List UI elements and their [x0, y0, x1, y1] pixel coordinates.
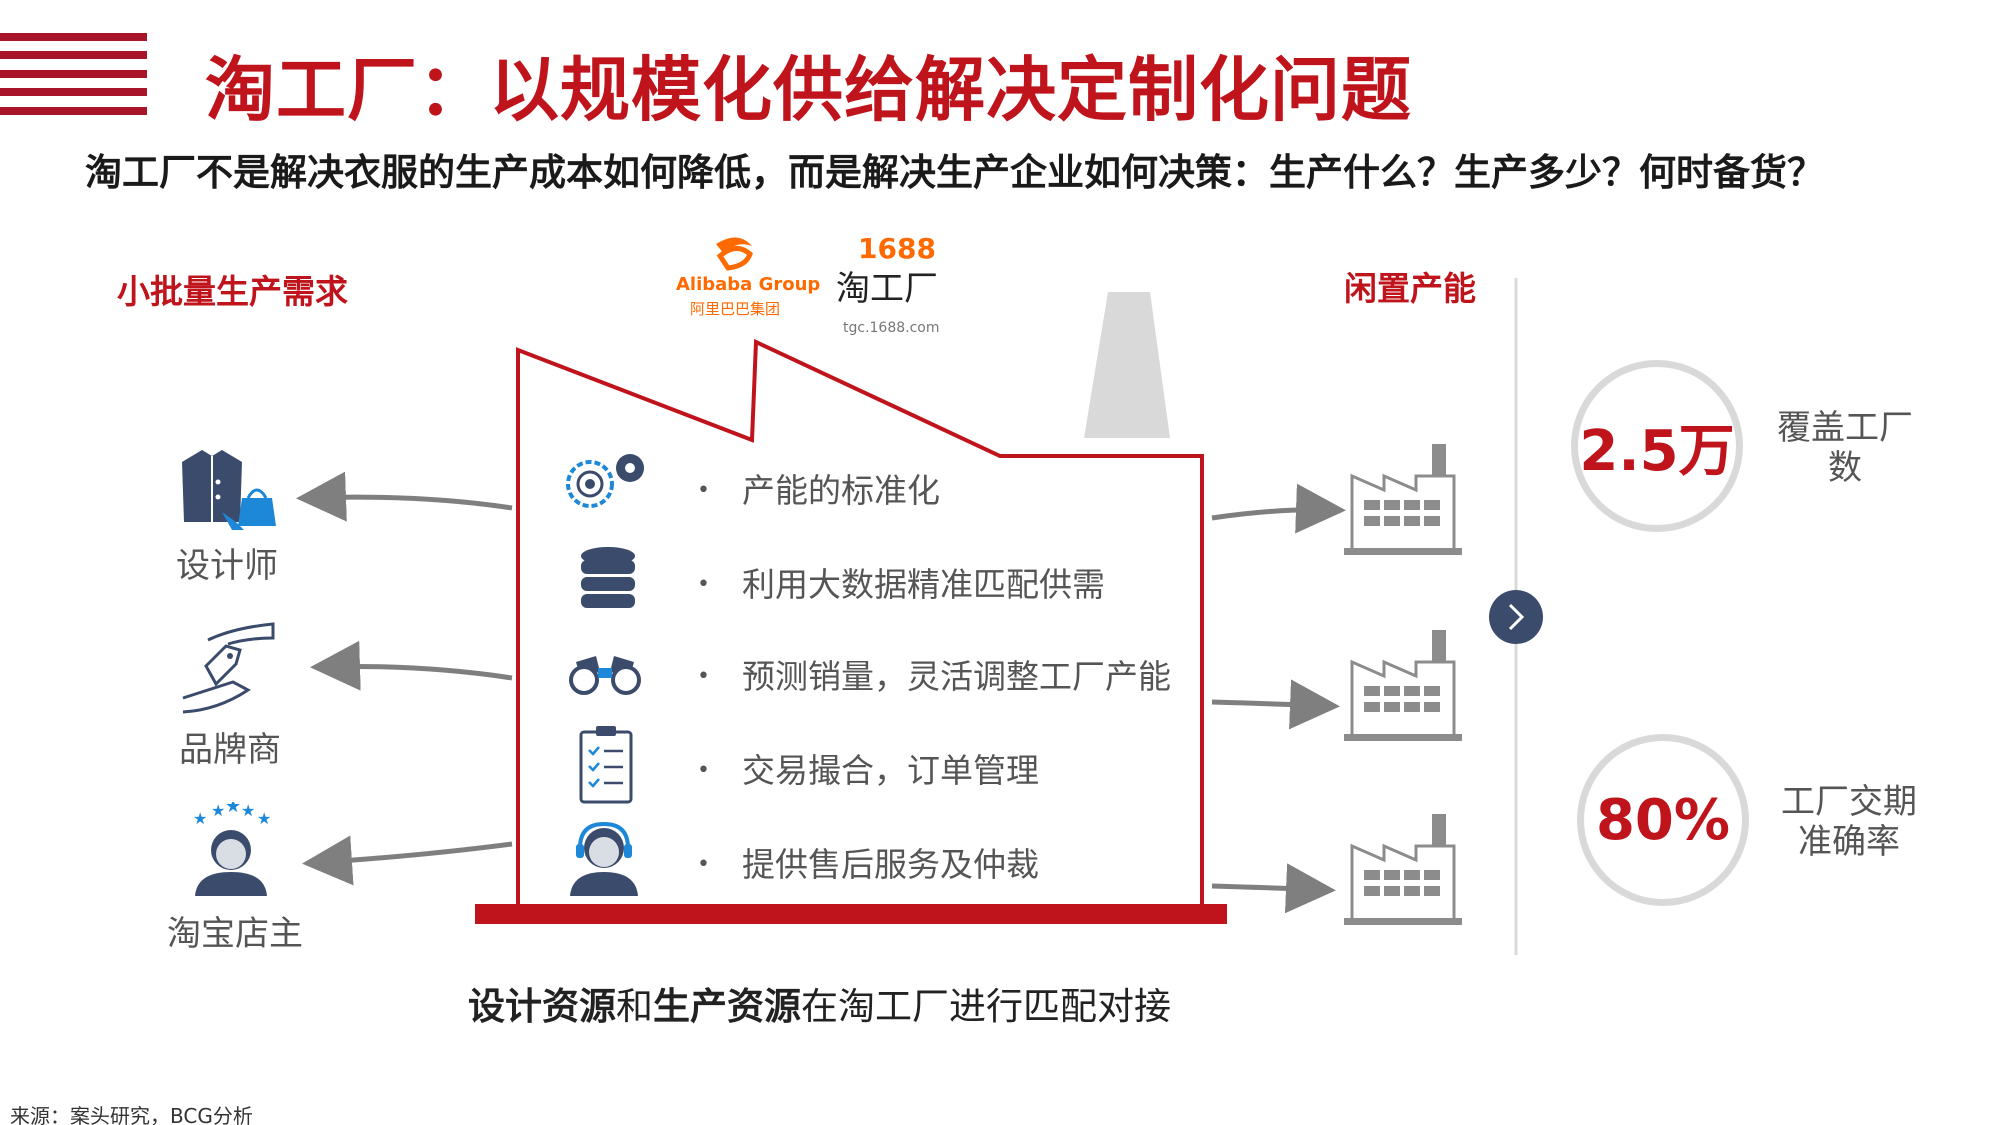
- gears-icon: [560, 448, 650, 518]
- center-item-text: 预测销量，灵活调整工厂产能: [742, 657, 1171, 696]
- center-item-text: 利用大数据精准匹配供需: [742, 565, 1105, 604]
- factory-icon: [1344, 440, 1464, 560]
- stat-circle-factories: 2.5万: [1571, 360, 1743, 532]
- left-heading: 小批量生产需求: [117, 272, 348, 311]
- right-heading: 闲置产能: [1344, 269, 1476, 308]
- arrow-to-shop-owner: [302, 835, 513, 886]
- header-stripes-decoration: [0, 33, 147, 115]
- source-note: 来源：案头研究，BCG分析: [10, 1104, 253, 1125]
- arrow-to-brand: [310, 640, 513, 691]
- alibaba-cn-label: 阿里巴巴集团: [690, 300, 781, 318]
- brand-handshake-tag-icon: [178, 620, 278, 715]
- factory-outline: [516, 338, 1204, 904]
- center-item-text: 提供售后服务及仲裁: [742, 845, 1039, 884]
- stat-label-delivery: 工厂交期 准确率: [1781, 782, 1917, 862]
- chevron-right-icon: [1508, 603, 1525, 631]
- logo-url: tgc.1688.com: [843, 320, 940, 336]
- svg-text:★: ★: [193, 809, 207, 828]
- center-item-text: 产能的标准化: [742, 471, 940, 510]
- center-item-text: 交易撮合，订单管理: [742, 751, 1039, 790]
- alibaba-logo: Alibaba Group 阿里巴巴集团: [676, 232, 820, 322]
- stat-label-factories: 覆盖工厂 数: [1777, 408, 1913, 488]
- left-item-label: 品牌商: [179, 730, 281, 770]
- svg-text:★: ★: [241, 802, 255, 820]
- alibaba-en-label: Alibaba Group: [676, 274, 821, 295]
- logo-brand-name: 淘工厂: [836, 269, 938, 309]
- factory-icon: [1344, 810, 1464, 930]
- page-subtitle: 淘工厂不是解决衣服的生产成本如何降低，而是解决生产企业如何决策：生产什么？生产多…: [85, 151, 1824, 194]
- factory-base: [475, 904, 1227, 924]
- logo-1688: 1688: [858, 232, 936, 265]
- clipboard-checklist-icon: [578, 724, 634, 804]
- headset-support-icon: [566, 818, 642, 896]
- shop-owner-person-icon: ★ ★ ★ ★ ★: [185, 796, 277, 897]
- page-title: 淘工厂：以规模化供给解决定制化问题: [205, 49, 1412, 131]
- stat-circle-delivery: 80%: [1577, 734, 1749, 906]
- next-button[interactable]: [1489, 590, 1543, 644]
- factory-icon: [1344, 626, 1464, 746]
- designer-clothing-icon: [172, 442, 282, 532]
- svg-text:★: ★: [225, 802, 241, 817]
- left-item-label: 淘宝店主: [167, 914, 303, 954]
- arrow-to-factory-2: [1211, 679, 1340, 730]
- svg-text:★: ★: [211, 802, 225, 820]
- bottom-caption: 设计资源和生产资源在淘工厂进行匹配对接: [468, 985, 1171, 1028]
- chimney-shape: [1084, 292, 1170, 438]
- binoculars-icon: [566, 650, 644, 695]
- database-icon: [578, 546, 638, 611]
- arrow-to-factory-3: [1211, 863, 1336, 914]
- svg-text:★: ★: [257, 809, 271, 828]
- left-item-label: 设计师: [176, 546, 278, 586]
- arrow-to-factory-1: [1211, 483, 1346, 534]
- arrow-to-designer: [296, 471, 513, 522]
